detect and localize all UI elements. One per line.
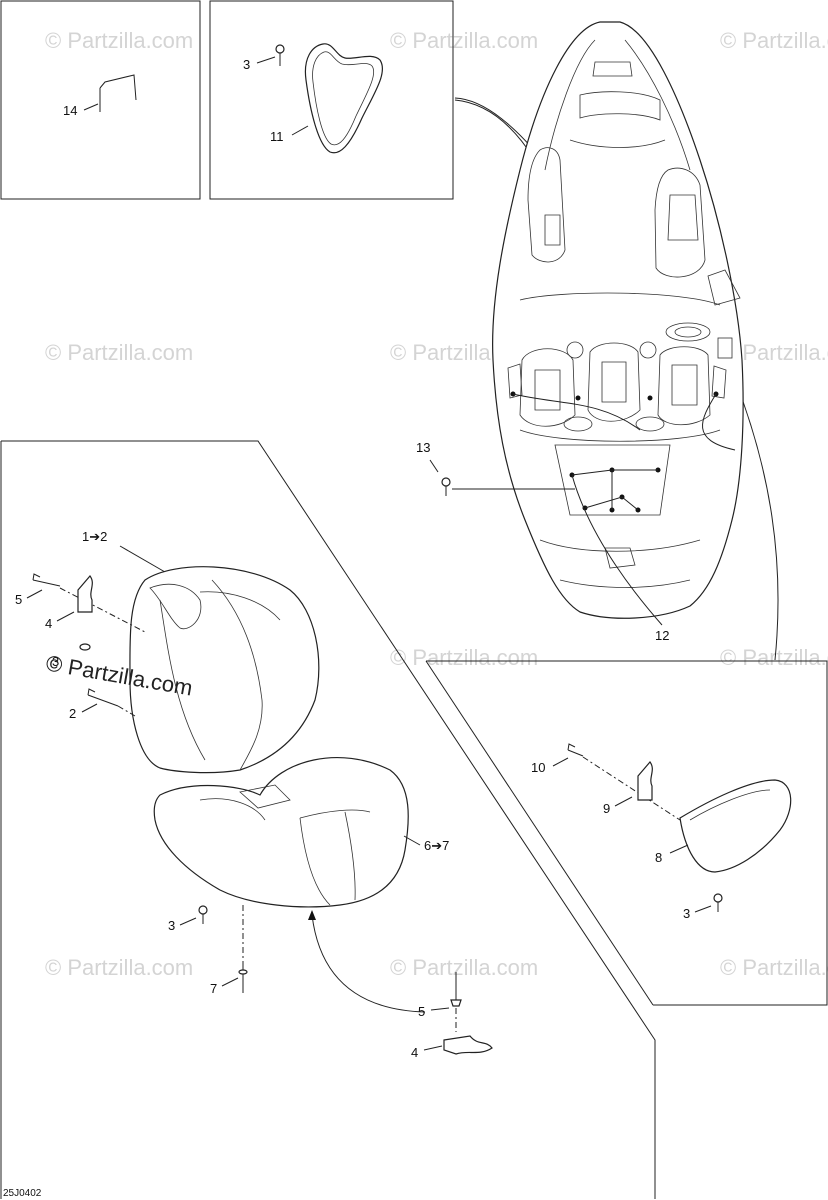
watermark: © Partzilla.com	[45, 28, 193, 53]
watermark: © Partzilla.com	[720, 955, 828, 980]
screw-part-13[interactable]	[442, 478, 450, 496]
bolt-part-2[interactable]	[88, 695, 118, 706]
callout-14[interactable]: 14	[63, 103, 77, 118]
callout-2[interactable]: 2	[69, 706, 76, 721]
watermark: © Partzilla.com	[720, 645, 828, 670]
watermark: © Partzilla.com	[45, 340, 193, 365]
callout-3[interactable]: 3	[683, 906, 690, 921]
callout-12[interactable]: 12	[655, 628, 669, 643]
callout-3[interactable]: 3	[168, 918, 175, 933]
screw-part-3[interactable]	[714, 894, 722, 912]
callout-7[interactable]: 7	[210, 981, 217, 996]
callout-8[interactable]: 8	[655, 850, 662, 865]
watermark: © Partzilla.com	[390, 645, 538, 670]
seat-cushion-part-6[interactable]	[154, 758, 408, 907]
callout-10[interactable]: 10	[531, 760, 545, 775]
callout-3[interactable]: 3	[243, 57, 250, 72]
bracket-part-9[interactable]	[638, 762, 652, 800]
bracket-part-4[interactable]	[78, 576, 92, 612]
callout-13[interactable]: 13	[416, 440, 430, 455]
callout-11[interactable]: 11	[270, 129, 284, 144]
screw-part-3[interactable]	[199, 906, 207, 924]
drawing-code: 25J0402	[3, 1188, 42, 1199]
detail-box-8: 10 9 8 3	[426, 661, 827, 1005]
callout-4[interactable]: 4	[411, 1045, 418, 1060]
callout-6-7[interactable]: 6➔7	[424, 838, 449, 853]
seal-part-11[interactable]	[305, 44, 382, 153]
bolt-part-10[interactable]	[568, 750, 583, 756]
bolt-part-5[interactable]	[33, 580, 60, 586]
callout-5[interactable]: 5	[15, 592, 22, 607]
callout-5[interactable]: 5	[418, 1004, 425, 1019]
bracket-part-4[interactable]	[444, 1036, 492, 1054]
callout-9[interactable]: 9	[603, 801, 610, 816]
callout-1-2[interactable]: 1➔2	[82, 529, 107, 544]
watercraft-hull	[493, 22, 743, 618]
callout-4[interactable]: 4	[45, 616, 52, 631]
watermark: © Partzilla.com	[720, 28, 828, 53]
watermark: © Partzilla.com	[45, 955, 193, 980]
watermark: © Partzilla.com	[390, 955, 538, 980]
handle-part-14[interactable]	[100, 75, 136, 100]
watermark: © Partzilla.com	[390, 28, 538, 53]
screw-part-3[interactable]	[80, 644, 90, 650]
screw-part-3[interactable]	[276, 45, 284, 66]
pad-part-8[interactable]	[680, 780, 791, 872]
